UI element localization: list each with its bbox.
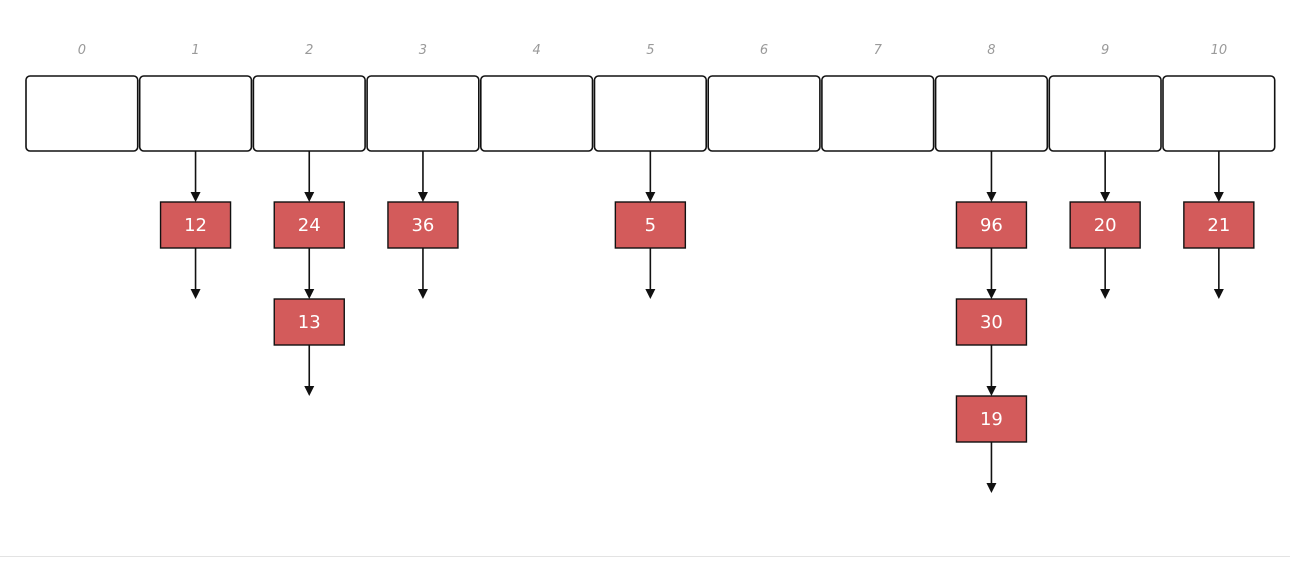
next-pointer-arrow <box>986 248 997 299</box>
bucket-pointer-arrow <box>190 151 201 202</box>
bucket-cell <box>138 75 253 152</box>
bucket-pointer-arrow <box>645 151 656 202</box>
bucket-index-label: 9 <box>1101 43 1109 58</box>
bucket-index-label: 4 <box>533 43 541 58</box>
chain-node-value: 12 <box>184 215 207 236</box>
next-pointer-arrow <box>1100 248 1111 299</box>
chain-node-box <box>955 298 1028 346</box>
chain-node-box <box>614 201 687 249</box>
chain-node-value: 30 <box>980 312 1003 333</box>
chain-node: 36 <box>387 201 459 249</box>
bucket-cell <box>821 75 935 152</box>
chain-node-box <box>1183 201 1255 249</box>
bottom-divider <box>0 556 1290 557</box>
bucket-pointer-arrow <box>417 151 428 202</box>
chain-node-value: 20 <box>1094 215 1117 236</box>
next-pointer-arrow <box>986 345 997 396</box>
bucket-index-label: 2 <box>305 43 313 58</box>
bucket-index-label: 8 <box>987 43 995 58</box>
next-pointer-arrow <box>190 248 201 299</box>
chain-node-value: 19 <box>980 409 1003 430</box>
next-pointer-arrow <box>417 248 428 299</box>
next-pointer-arrow <box>645 248 656 299</box>
chain-node-box <box>273 298 345 346</box>
chain-node-box <box>955 201 1028 249</box>
chain-node: 24 <box>273 201 345 249</box>
chain-node-box <box>273 201 345 249</box>
bucket-cell <box>707 75 821 152</box>
bucket-cell <box>1048 75 1162 152</box>
next-pointer-arrow <box>304 345 315 396</box>
bucket-index-label: 10 <box>1211 43 1228 58</box>
bucket-index-label: 5 <box>646 43 654 58</box>
bucket-index-label: 0 <box>78 43 86 58</box>
bucket-index-label: 6 <box>760 43 768 58</box>
chain-node: 21 <box>1183 201 1255 249</box>
chain-node-value: 24 <box>298 215 321 236</box>
chain-node: 30 <box>955 298 1028 346</box>
hash-table-diagram: 0 1 12 2 24 13 3 36 4 5 5 6 7 8 96 30 19 9 20 10 21 <box>25 43 1276 493</box>
bucket-pointer-arrow <box>1213 151 1224 202</box>
chain-node-value: 13 <box>298 312 321 333</box>
bucket-pointer-arrow <box>986 151 997 202</box>
bucket-cell <box>1162 75 1276 152</box>
chain-node: 19 <box>955 395 1028 443</box>
chain-node: 13 <box>273 298 345 346</box>
next-pointer-arrow <box>1213 248 1224 299</box>
bucket-cell <box>366 75 480 152</box>
chain-node-box <box>1069 201 1141 249</box>
chain-node-value: 5 <box>645 215 656 236</box>
bucket-cell <box>934 75 1049 152</box>
chain-node-value: 36 <box>411 215 434 236</box>
chain-node-value: 96 <box>980 215 1003 236</box>
bucket-pointer-arrow <box>1100 151 1111 202</box>
chain-node: 5 <box>614 201 687 249</box>
next-pointer-arrow <box>304 248 315 299</box>
chain-node-value: 21 <box>1207 215 1230 236</box>
bucket-cell <box>479 75 594 152</box>
bucket-cell <box>252 75 366 152</box>
chain-node: 20 <box>1069 201 1141 249</box>
bucket-index-label: 1 <box>191 43 199 58</box>
bucket-pointer-arrow <box>304 151 315 202</box>
bucket-index-label: 7 <box>874 43 883 58</box>
bucket-cell <box>593 75 707 152</box>
next-pointer-arrow <box>986 442 997 493</box>
chain-node: 12 <box>159 201 232 249</box>
bucket-cell <box>25 75 139 152</box>
bucket-index-label: 3 <box>419 43 427 58</box>
chain-node: 96 <box>955 201 1028 249</box>
